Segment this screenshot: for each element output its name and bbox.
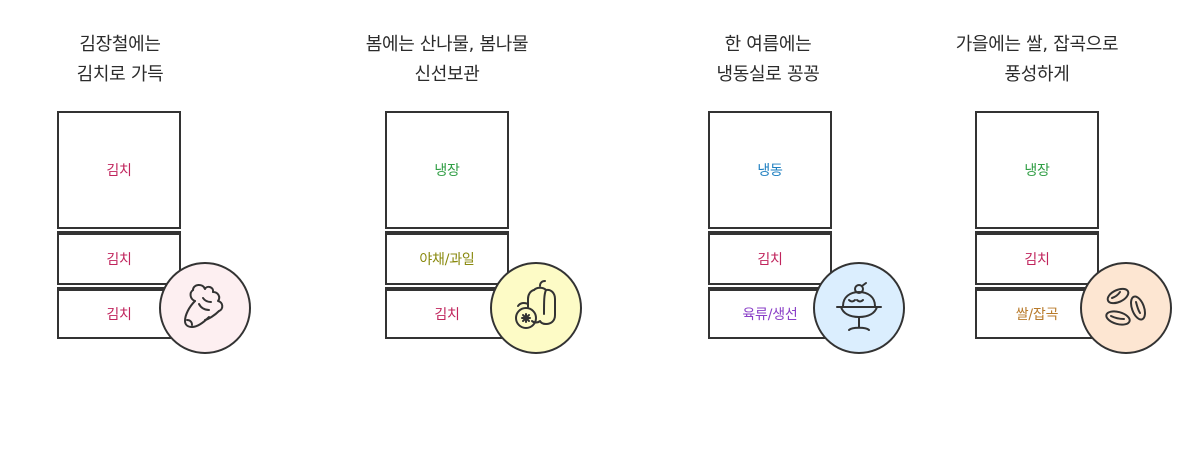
caption: 봄에는 산나물, 봄나물 신선보관 <box>327 30 567 90</box>
compartment-top: 냉동 <box>708 111 832 229</box>
divider <box>708 283 832 289</box>
paprika-blueberry-icon <box>490 262 582 354</box>
compartment-middle: 김치 <box>57 233 181 285</box>
season-spring: 봄에는 산나물, 봄나물 신선보관 냉장 야채/과일 김치 <box>327 0 582 450</box>
divider <box>57 283 181 289</box>
caption-line-1: 봄에는 산나물, 봄나물 <box>365 34 529 55</box>
fridge: 김치 김치 김치 <box>57 111 181 339</box>
caption-line-2: 풍성하게 <box>1004 64 1070 85</box>
caption-line-2: 냉동실로 꽁꽁 <box>716 64 820 85</box>
compartment-middle: 김치 <box>708 233 832 285</box>
caption-line-1: 가을에는 쌀, 잡곡으로 <box>955 34 1119 55</box>
fridge: 냉장 김치 쌀/잡곡 <box>975 111 1099 339</box>
season-winter: 김장철에는 김치로 가득 김치 김치 김치 <box>0 0 251 450</box>
compartment-label: 냉장 <box>434 163 460 179</box>
ice-cream-cup-icon <box>813 262 905 354</box>
divider <box>708 227 832 233</box>
compartment-label: 냉장 <box>1024 163 1050 179</box>
season-summer: 한 여름에는 냉동실로 꽁꽁 냉동 김치 육류/생선 <box>648 0 905 450</box>
compartment-middle: 야채/과일 <box>385 233 509 285</box>
compartment-label: 김치 <box>106 163 132 179</box>
beans-icon <box>1080 262 1172 354</box>
divider <box>385 283 509 289</box>
compartment-label: 김치 <box>757 252 783 268</box>
compartment-middle: 김치 <box>975 233 1099 285</box>
compartment-label: 육류/생선 <box>742 307 798 323</box>
compartment-top: 김치 <box>57 111 181 229</box>
compartment-bottom: 김치 <box>385 289 509 339</box>
compartment-label: 야채/과일 <box>419 252 475 268</box>
season-autumn: 가을에는 쌀, 잡곡으로 풍성하게 냉장 김치 쌀/잡곡 <box>917 0 1172 450</box>
compartment-label: 김치 <box>434 307 460 323</box>
fridge: 냉장 야채/과일 김치 <box>385 111 509 339</box>
compartment-bottom: 육류/생선 <box>708 289 832 339</box>
divider <box>975 227 1099 233</box>
caption-line-1: 한 여름에는 <box>724 34 812 55</box>
compartment-bottom: 쌀/잡곡 <box>975 289 1099 339</box>
compartment-label: 냉동 <box>757 163 783 179</box>
compartment-top: 냉장 <box>385 111 509 229</box>
divider <box>975 283 1099 289</box>
caption-line-2: 신선보관 <box>414 64 480 85</box>
compartment-label: 김치 <box>106 252 132 268</box>
caption: 한 여름에는 냉동실로 꽁꽁 <box>648 30 888 90</box>
divider <box>57 227 181 233</box>
compartment-top: 냉장 <box>975 111 1099 229</box>
compartment-label: 김치 <box>106 307 132 323</box>
caption: 김장철에는 김치로 가득 <box>0 30 240 90</box>
fridge: 냉동 김치 육류/생선 <box>708 111 832 339</box>
caption-line-2: 김치로 가득 <box>76 64 164 85</box>
compartment-label: 쌀/잡곡 <box>1015 307 1059 323</box>
cabbage-icon <box>159 262 251 354</box>
divider <box>385 227 509 233</box>
caption: 가을에는 쌀, 잡곡으로 풍성하게 <box>917 30 1157 90</box>
caption-line-1: 김장철에는 <box>79 34 161 55</box>
compartment-label: 김치 <box>1024 252 1050 268</box>
